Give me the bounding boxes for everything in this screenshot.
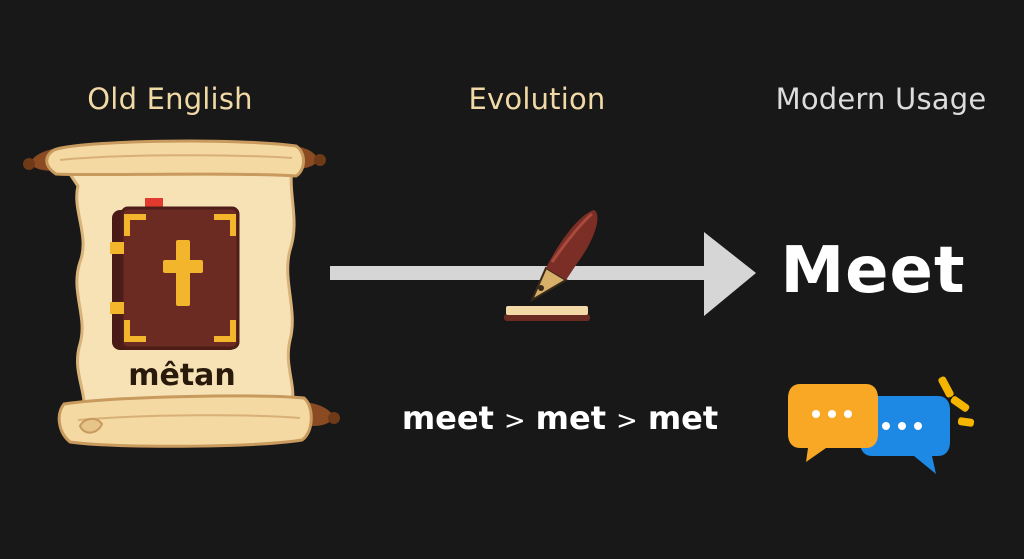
evolution-step-3: met — [647, 399, 719, 437]
quill-pen-icon — [504, 210, 598, 321]
heading-evolution: Evolution — [468, 82, 606, 116]
evolution-separator-2: > — [616, 406, 638, 436]
evolution-step-2: met — [535, 399, 607, 437]
evolution-chain: meet > met > met — [402, 399, 718, 437]
modern-word: Meet — [780, 234, 966, 308]
bible-book-icon — [110, 198, 240, 350]
heading-modern-usage: Modern Usage — [775, 82, 987, 116]
evolution-step-1: meet — [401, 399, 494, 437]
heading-old-english: Old English — [87, 82, 253, 116]
evolution-separator-1: > — [503, 406, 526, 436]
arrow-right-icon — [330, 232, 756, 316]
old-english-word: mêtan — [128, 358, 236, 393]
chat-bubbles-icon — [788, 376, 975, 474]
